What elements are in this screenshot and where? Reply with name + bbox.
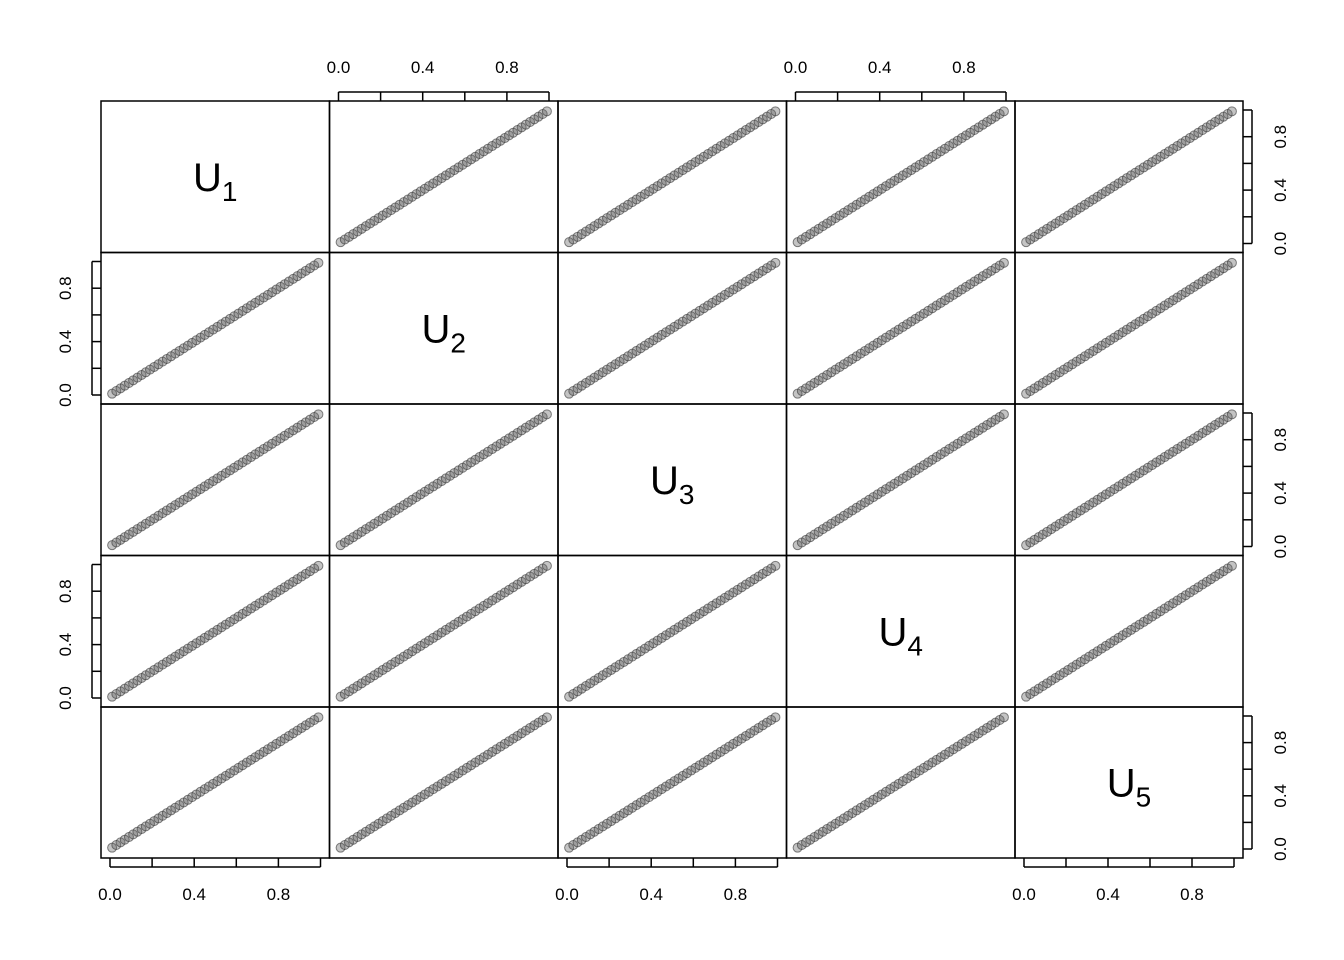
data-point <box>998 712 1009 723</box>
scatter-panel-4-3 <box>557 554 788 708</box>
data-point <box>541 106 552 117</box>
scatter-panel-3-2 <box>328 403 559 557</box>
variable-label: U2 <box>422 307 466 358</box>
scatter-panel-1-4 <box>785 100 1016 254</box>
variable-name: U <box>879 610 908 654</box>
variable-subscript: 1 <box>222 176 238 207</box>
variable-label: U3 <box>650 459 694 510</box>
y-tick-label: 0.4 <box>1271 178 1290 202</box>
scatter-panel-5-3 <box>557 706 788 859</box>
x-tick-label: 0.0 <box>784 58 808 77</box>
data-point <box>541 560 552 571</box>
diagonal-panel-5: U5 <box>1014 706 1244 859</box>
scatter-panel-3-1 <box>100 403 331 557</box>
scatter-panel-3-5 <box>1014 403 1244 557</box>
data-point <box>998 409 1009 420</box>
data-point <box>313 409 324 420</box>
scatter-panel-1-5 <box>1014 100 1244 254</box>
data-point <box>1226 409 1237 420</box>
variable-label: U5 <box>1107 762 1151 813</box>
diagonal-panel-2: U2 <box>328 251 559 405</box>
y-tick-label: 0.8 <box>56 276 75 300</box>
y-tick-label: 0.4 <box>1271 481 1290 505</box>
scatter-panel-4-5 <box>1014 554 1244 708</box>
scatter-panel-5-4 <box>785 706 1016 859</box>
variable-name: U <box>422 307 451 351</box>
axes: 0.0 0.4 0.8 0.0 0.4 0.8 0.0 0.4 0.8 0.0 0.4 0.8 0.0 0… <box>56 58 1290 904</box>
diagonal-panel-1: U1 <box>100 100 331 254</box>
variable-label: U1 <box>193 156 237 207</box>
scatter-panel-4-2 <box>328 554 559 708</box>
data-point <box>770 712 781 723</box>
data-point <box>313 560 324 571</box>
x-tick-label: 0.4 <box>868 58 892 77</box>
variable-subscript: 3 <box>679 479 695 510</box>
variable-name: U <box>193 156 222 200</box>
x-tick-label: 0.8 <box>952 58 976 77</box>
scatter-panel-2-4 <box>785 251 1016 405</box>
y-tick-label: 0.4 <box>56 633 75 657</box>
x-tick-label: 0.0 <box>1012 885 1036 904</box>
x-tick-label: 0.0 <box>327 58 351 77</box>
scatter-panel-2-3 <box>557 251 788 405</box>
data-point <box>770 560 781 571</box>
variable-subscript: 4 <box>907 630 923 661</box>
data-point <box>770 257 781 268</box>
scatter-panel-2-1 <box>100 251 331 405</box>
y-tick-label: 0.0 <box>56 686 75 710</box>
y-tick-label: 0.8 <box>56 579 75 603</box>
data-point <box>1226 560 1237 571</box>
y-tick-label: 0.8 <box>1271 428 1290 452</box>
scatter-panel-1-3 <box>557 100 788 254</box>
data-point <box>998 106 1009 117</box>
x-tick-label: 0.8 <box>267 885 291 904</box>
x-tick-label: 0.4 <box>182 885 206 904</box>
y-tick-label: 0.4 <box>56 330 75 354</box>
data-point <box>1226 106 1237 117</box>
y-tick-label: 0.0 <box>1271 837 1290 861</box>
scatter-panel-3-4 <box>785 403 1016 557</box>
variable-label: U4 <box>879 610 923 661</box>
y-tick-label: 0.8 <box>1271 125 1290 149</box>
diagonal-panel-4: U4 <box>785 554 1016 708</box>
y-tick-label: 0.4 <box>1271 784 1290 808</box>
diagonal-panel-3: U3 <box>557 403 788 557</box>
scatter-panel-5-2 <box>328 706 559 859</box>
x-tick-label: 0.4 <box>411 58 435 77</box>
x-tick-label: 0.0 <box>98 885 122 904</box>
x-tick-label: 0.8 <box>724 885 748 904</box>
data-point <box>313 257 324 268</box>
scatter-panel-4-1 <box>100 554 331 708</box>
x-tick-label: 0.8 <box>1180 885 1204 904</box>
data-point <box>770 106 781 117</box>
scatter-panel-2-5 <box>1014 251 1244 405</box>
y-tick-label: 0.0 <box>56 383 75 407</box>
y-tick-label: 0.0 <box>1271 535 1290 559</box>
variable-name: U <box>1107 762 1136 806</box>
x-tick-label: 0.8 <box>495 58 519 77</box>
y-tick-label: 0.0 <box>1271 232 1290 256</box>
x-tick-label: 0.4 <box>1096 885 1120 904</box>
scatter-panel-1-2 <box>328 100 559 254</box>
variable-subscript: 2 <box>450 327 466 358</box>
data-point <box>541 409 552 420</box>
y-tick-label: 0.8 <box>1271 731 1290 755</box>
data-point <box>541 712 552 723</box>
variable-name: U <box>650 459 679 503</box>
data-point <box>313 712 324 723</box>
x-tick-label: 0.0 <box>555 885 579 904</box>
x-tick-label: 0.4 <box>639 885 663 904</box>
data-point <box>1226 257 1237 268</box>
data-point <box>998 257 1009 268</box>
scatter-panel-5-1 <box>100 706 331 859</box>
variable-subscript: 5 <box>1136 782 1152 813</box>
panel-border <box>1014 706 1244 859</box>
